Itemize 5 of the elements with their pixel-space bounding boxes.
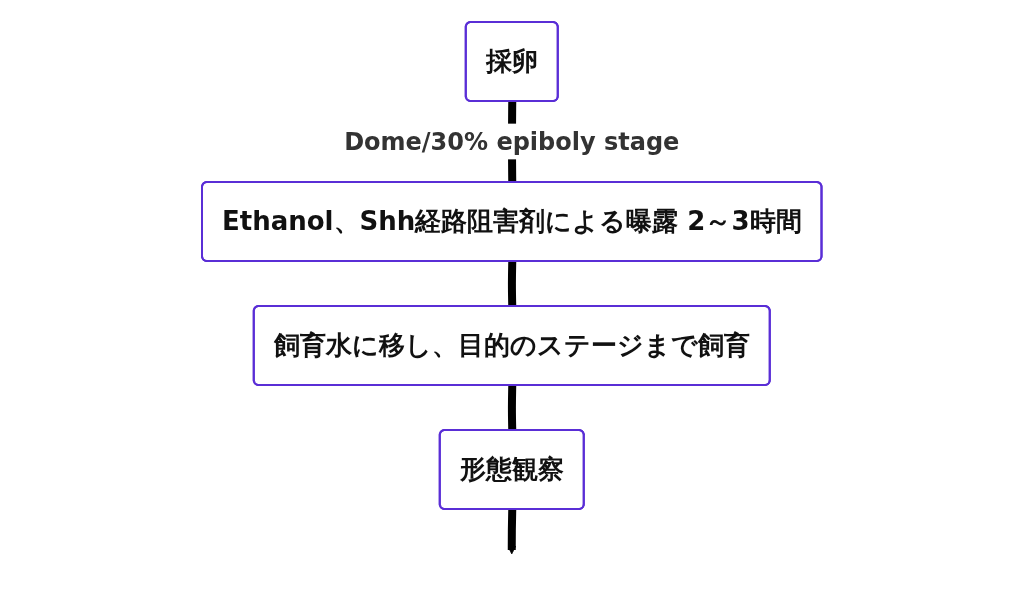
edge-label: Dome/30% epiboly stage (343, 127, 680, 156)
node-text: Ethanol、Shh経路阻害剤による曝露 2～3時間 (221, 206, 802, 236)
connector (507, 385, 516, 431)
arrow (507, 509, 516, 555)
connector (507, 261, 516, 307)
